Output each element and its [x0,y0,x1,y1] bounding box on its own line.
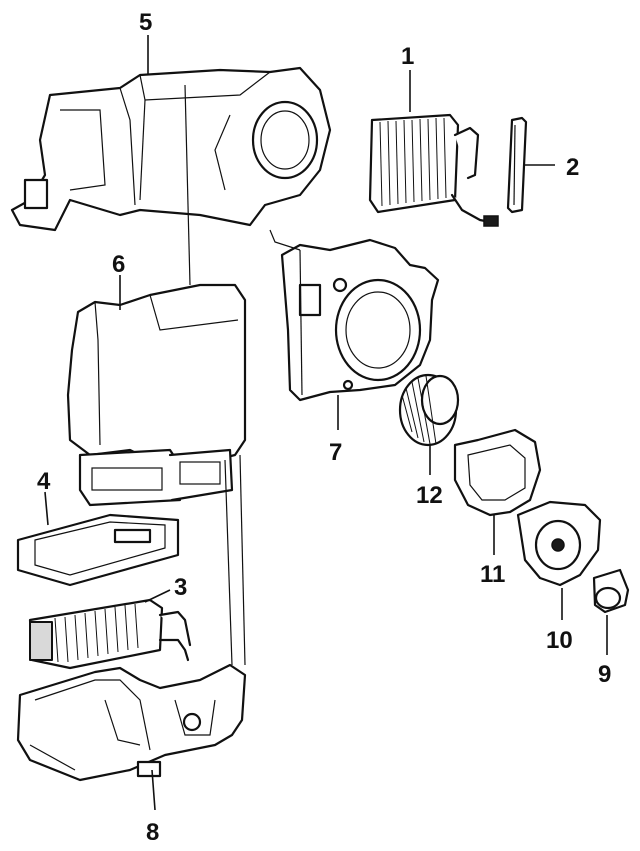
callout-5: 5 [139,9,152,36]
lower-housing-part [16,663,247,782]
callout-2: 2 [566,154,579,181]
assembly-guide-lines [184,84,301,666]
callout-9: 9 [598,661,611,688]
blower-housing-part [280,238,440,402]
evaporator-core-part [368,113,499,227]
callout-7: 7 [329,439,342,466]
seal-strip-part [506,116,528,214]
heater-core-part [28,598,192,670]
upper-housing-part [10,66,332,232]
callout-1: 1 [401,43,414,70]
callout-leaders [44,35,608,811]
callout-12: 12 [416,482,443,509]
filter-frame-part [16,513,180,587]
callout-labels: 1 2 3 4 5 6 7 8 9 10 11 12 [37,9,611,846]
gasket-part [453,428,542,517]
callout-6: 6 [112,251,125,278]
callout-10: 10 [546,627,573,654]
callout-8: 8 [146,819,159,846]
callout-3: 3 [174,574,187,601]
blower-motor-part [592,568,630,614]
callout-4: 4 [37,468,51,495]
middle-housing-part [66,283,247,507]
blower-wheel-part [398,373,460,447]
motor-mount-plate-part [516,500,602,587]
callout-11: 11 [480,561,505,588]
